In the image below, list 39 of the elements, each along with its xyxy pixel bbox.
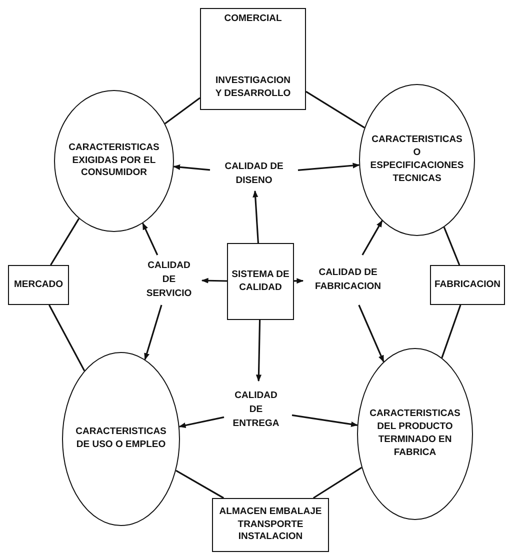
- arrow: [298, 162, 360, 171]
- quality-label: CALIDAD DE ENTREGA: [228, 384, 284, 436]
- node-text: CARACTERISTICAS O ESPECIFICACIONES TECNICAS: [369, 134, 465, 186]
- node-text: CARACTERISTICAS EXIGIDAS POR EL CONSUMIDOR: [68, 142, 160, 180]
- node-text: MERCADO: [14, 278, 64, 292]
- connector-line: [312, 466, 362, 499]
- arrow: [201, 278, 228, 284]
- arrow: [178, 416, 224, 428]
- arrow: [144, 304, 162, 360]
- arrow: [292, 414, 358, 428]
- connector-line: [176, 470, 224, 499]
- node-text: INVESTIGACION Y DESARROLLO: [214, 75, 292, 101]
- connector-line: [48, 304, 86, 372]
- connector-line: [164, 97, 200, 124]
- arrow: [362, 220, 383, 256]
- connector-line: [306, 90, 365, 128]
- process-box: [227, 243, 294, 320]
- arrow: [358, 304, 384, 362]
- quality-label: CALIDAD DE SERVICIO: [140, 258, 198, 302]
- quality-label: CALIDAD DE FABRICACION: [307, 258, 389, 302]
- node-text: FABRICACION: [434, 278, 500, 292]
- arrow: [142, 222, 158, 256]
- arrow: [294, 278, 304, 284]
- box-heading: COMERCIAL: [224, 13, 282, 26]
- node-text: ALMACEN EMBALAJE TRANSPORTE INSTALACION: [218, 506, 323, 544]
- process-box: [200, 8, 306, 110]
- node-text: CARACTERISTICAS DEL PRODUCTO TERMINADO EN FABRICA: [368, 408, 462, 460]
- process-box: [212, 498, 329, 552]
- arrow: [173, 164, 210, 171]
- process-box: [430, 265, 505, 305]
- connector-line: [50, 218, 80, 266]
- connector-line: [443, 226, 460, 266]
- node-text: CARACTERISTICAS DE USO O EMPLEO: [74, 426, 168, 452]
- connector-line: [441, 304, 462, 358]
- quality-label: CALIDAD DE DISENO: [214, 160, 294, 188]
- node-text: SISTEMA DE CALIDAD: [230, 268, 290, 294]
- arrow: [252, 190, 259, 244]
- arrow: [256, 320, 262, 382]
- process-box: [8, 265, 69, 305]
